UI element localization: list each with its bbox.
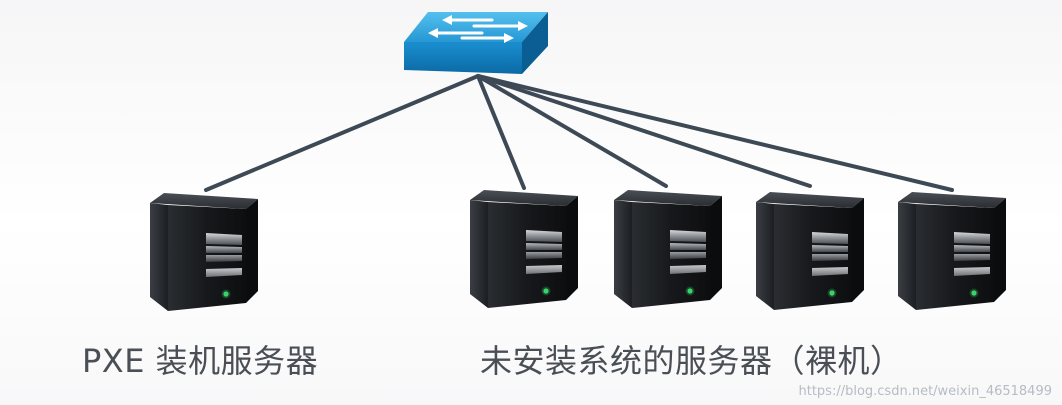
- cable-to-bare-server-2: [476, 74, 668, 188]
- bare-server-icon-4: [898, 192, 1006, 310]
- bare-server-icon-2: [614, 190, 722, 308]
- network-switch-icon: [404, 12, 548, 74]
- bare-server-icon-3: [756, 192, 864, 310]
- cable-to-bare-server-1: [476, 74, 526, 190]
- bare-server-icon-1: [470, 190, 578, 308]
- watermark-text: https://blog.csdn.net/weixin_46518499: [798, 384, 1052, 399]
- cables: [204, 74, 954, 192]
- cable-to-bare-server-4: [476, 74, 954, 192]
- bare-metal-servers-label: 未安装系统的服务器（裸机）: [480, 342, 903, 380]
- cable-to-pxe-server: [204, 74, 480, 192]
- pxe-server-icon: [150, 193, 258, 311]
- pxe-server-label: PXE 装机服务器: [82, 342, 319, 380]
- cable-to-bare-server-3: [476, 74, 812, 188]
